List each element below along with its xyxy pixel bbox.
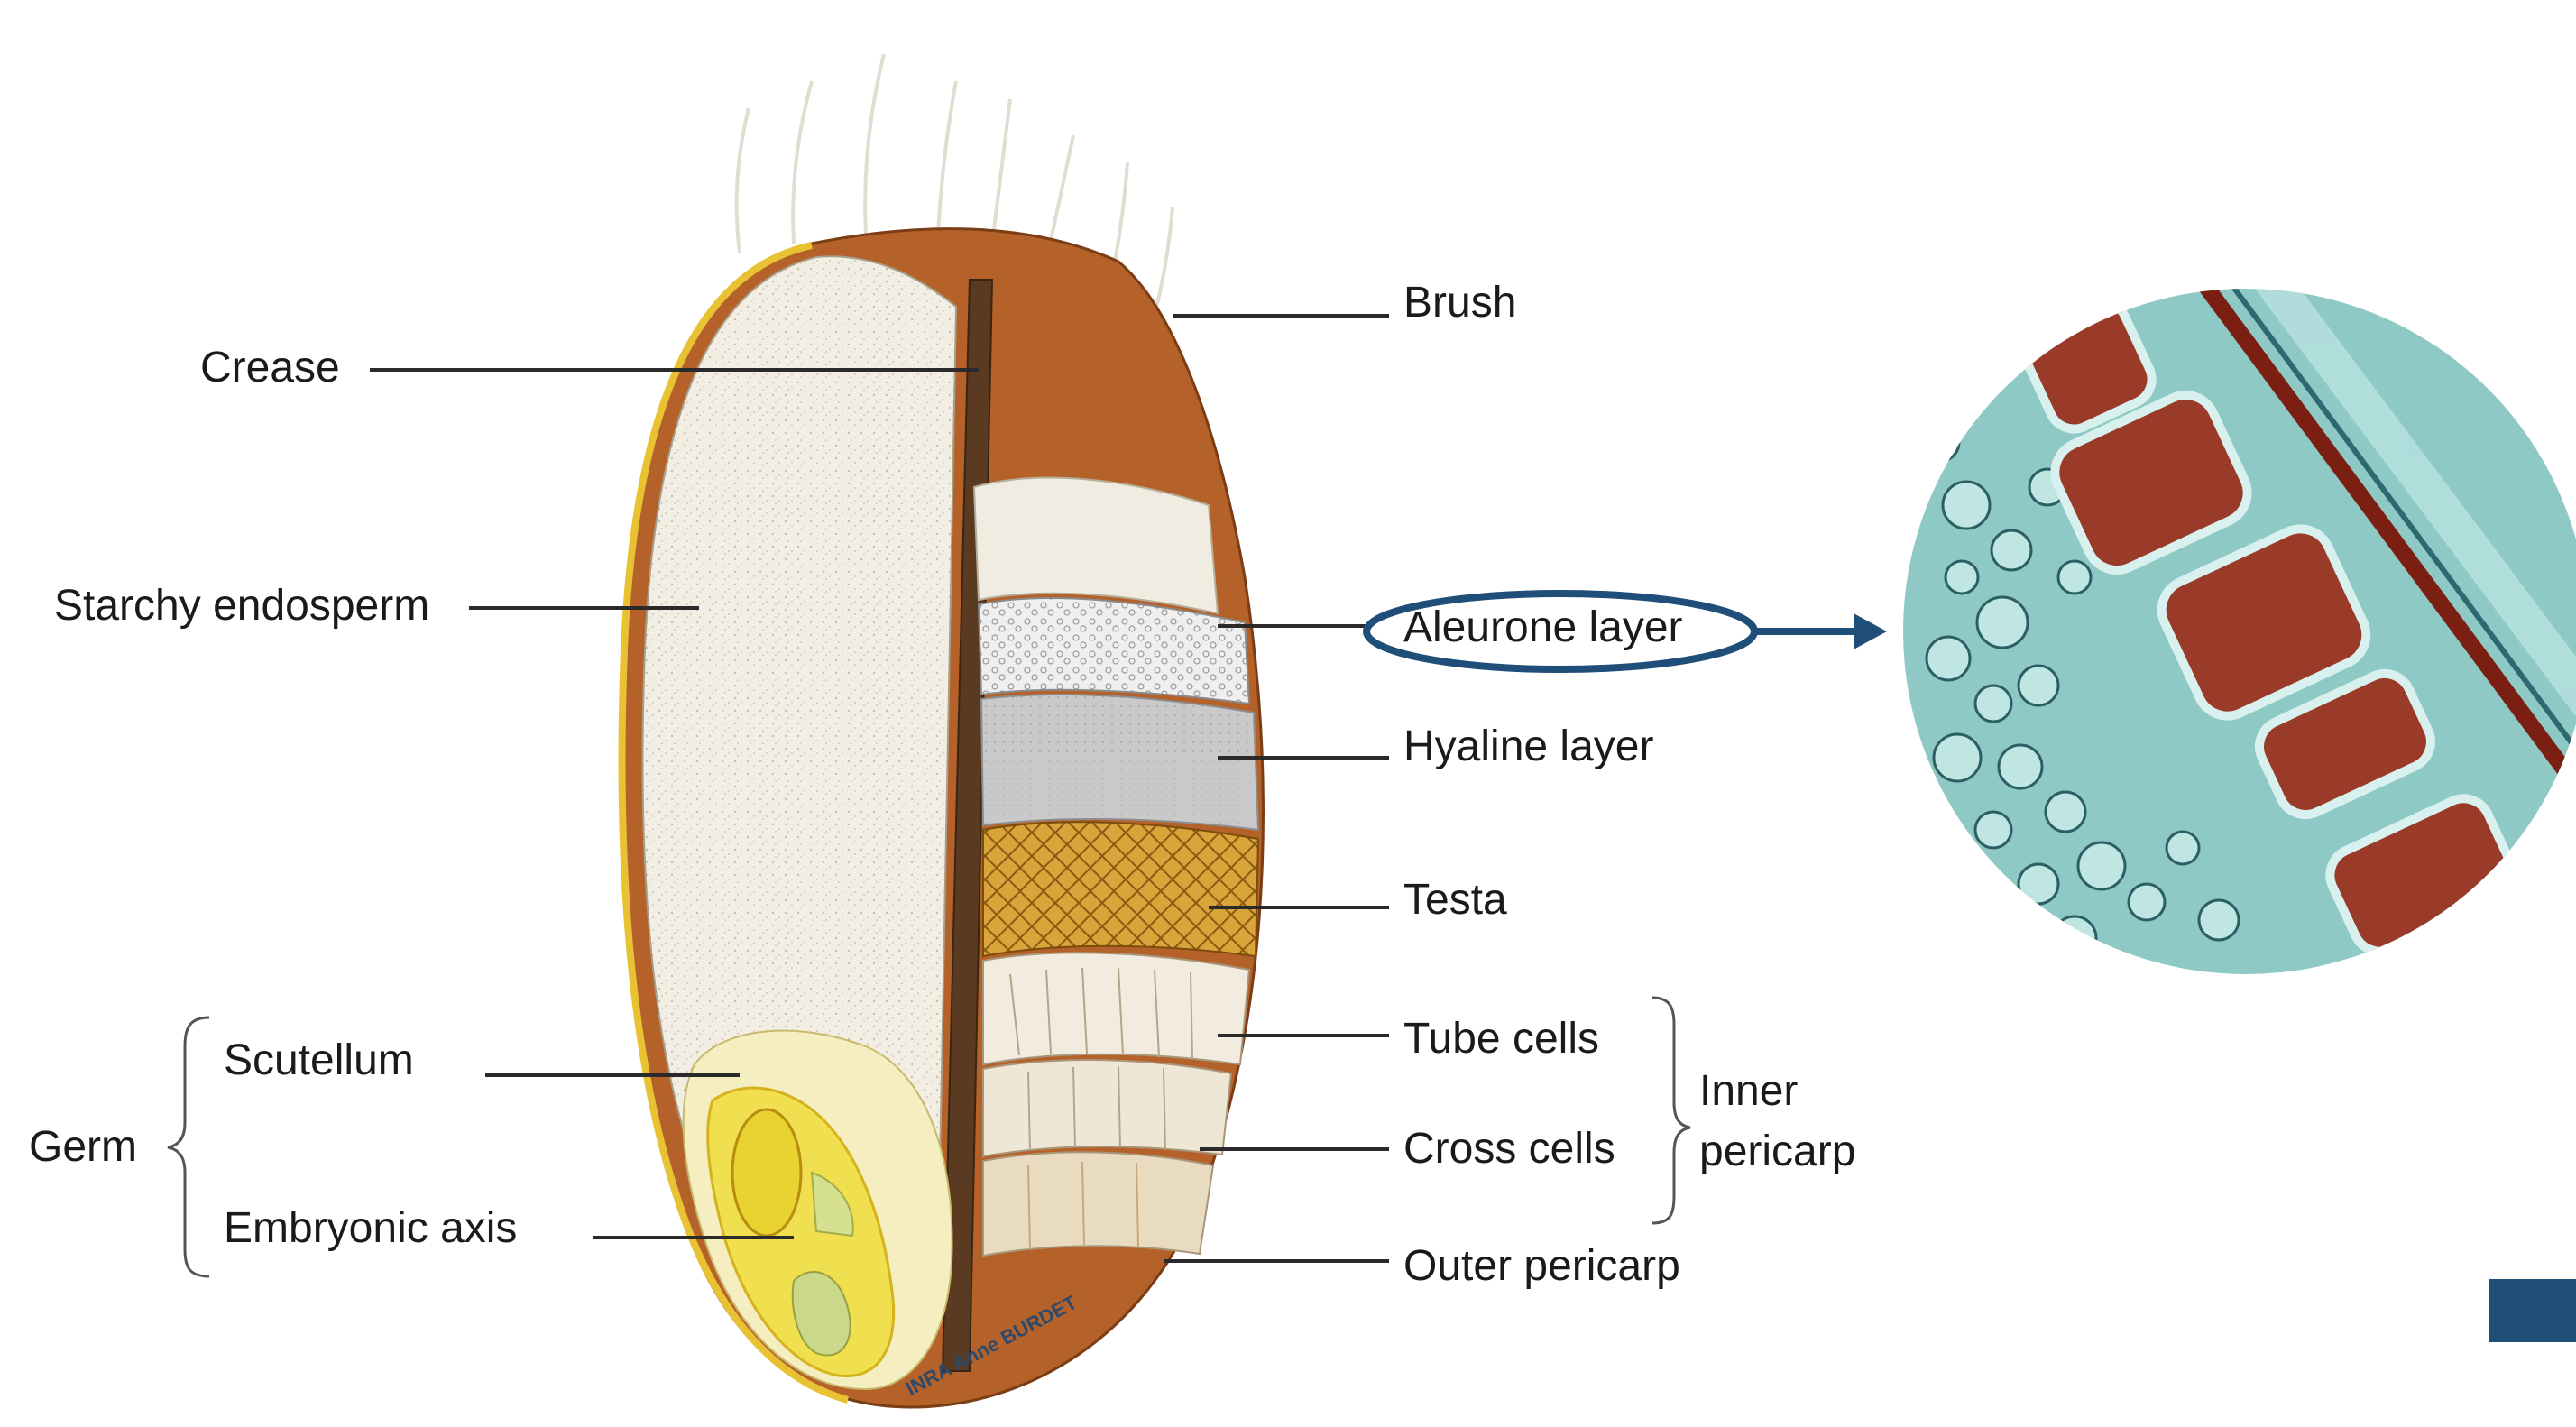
label-tube-cells: Tube cells (1403, 1017, 1599, 1061)
germ-region (684, 1031, 952, 1389)
label-aleurone-layer: Aleurone layer (1403, 606, 1683, 649)
corner-accent-box (2489, 1279, 2576, 1342)
label-brush: Brush (1403, 281, 1516, 325)
label-starchy-endosperm: Starchy endosperm (54, 585, 429, 628)
label-germ: Germ (29, 1126, 137, 1169)
inner-pericarp-bracket (1652, 998, 1690, 1223)
label-inner-pericarp-line2: pericarp (1699, 1121, 1855, 1182)
label-inner-pericarp: Inner pericarp (1699, 1061, 1855, 1182)
bran-layers (974, 478, 1258, 1256)
label-hyaline-layer: Hyaline layer (1403, 725, 1653, 769)
germ-bracket (168, 1017, 209, 1276)
label-cross-cells: Cross cells (1403, 1128, 1615, 1171)
aleurone-micrograph (1894, 271, 2576, 983)
label-inner-pericarp-line1: Inner (1699, 1061, 1855, 1121)
label-testa: Testa (1403, 879, 1507, 922)
label-embryonic-axis: Embryonic axis (224, 1207, 517, 1250)
pointer-arrow-head (1854, 613, 1887, 649)
label-outer-pericarp: Outer pericarp (1403, 1245, 1680, 1288)
label-scutellum: Scutellum (224, 1039, 414, 1082)
label-crease: Crease (200, 346, 340, 390)
